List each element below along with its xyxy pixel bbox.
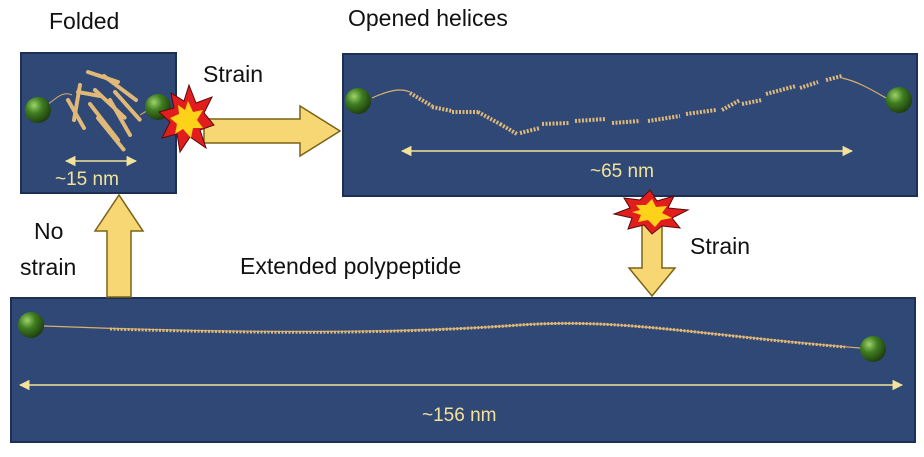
folded-protein-icon [66, 70, 142, 152]
folded-title: Folded [49, 8, 120, 34]
strain-burst-icon-top [157, 83, 215, 154]
strain-label-right: Strain [690, 233, 751, 259]
extended-dimension-label: ~156 nm [422, 405, 497, 426]
strain-arrow-right-icon [203, 104, 342, 158]
extended-polypeptide-title: Extended polypeptide [240, 253, 462, 279]
opened-dimension-label: ~65 nm [590, 161, 654, 182]
no-strain-arrow-up-icon [93, 193, 145, 298]
extended-polypeptide-chain-icon [43, 321, 861, 349]
bead-icon-opened-left [345, 88, 371, 114]
strain-burst-icon-right [612, 189, 690, 235]
bead-icon-opened-right [886, 87, 912, 113]
bead-icon-extended-left [18, 312, 44, 338]
opened-helices-chain-icon [371, 74, 887, 136]
opened-helices-panel [342, 53, 918, 197]
bead-icon-extended-right [860, 336, 886, 362]
strain-label-top: Strain [203, 61, 264, 87]
folded-dimension-label: ~15 nm [55, 169, 119, 190]
bead-icon-folded-left [25, 97, 51, 123]
no-strain-label-line2: strain [20, 254, 77, 280]
no-strain-label-line1: No [34, 218, 64, 244]
extended-polypeptide-panel [10, 297, 916, 443]
strain-arrow-down-icon [627, 221, 677, 298]
opened-helices-title: Opened helices [348, 5, 508, 31]
